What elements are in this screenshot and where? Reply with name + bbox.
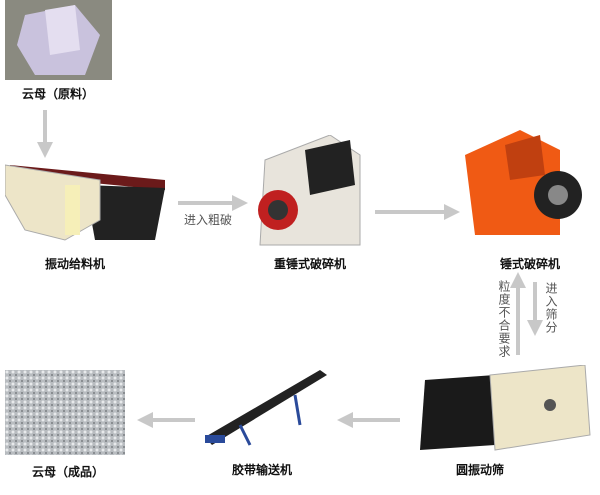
label-heavy-crusher: 重锤式破碎机 [273, 257, 347, 271]
note-coarse: 进入粗破 [184, 213, 233, 227]
heavy-crusher-image [258, 135, 361, 246]
product-mica-image [5, 370, 125, 455]
hammer-crusher-image [465, 130, 582, 235]
label-feeder: 振动给料机 [44, 257, 106, 271]
label-hammer-crusher: 锤式破碎机 [499, 257, 561, 271]
label-screen: 圆振动筛 [455, 463, 505, 477]
conveyor-image [205, 370, 327, 446]
note-reject: 粒度不合要求 [497, 280, 511, 358]
feeder-image [5, 164, 165, 241]
note-to-screen: 进入筛分 [544, 282, 558, 334]
label-product: 云母（成品） [31, 465, 105, 479]
label-conveyor: 胶带输送机 [231, 463, 293, 477]
label-raw: 云母（原料） [21, 87, 95, 101]
screen-image [420, 365, 591, 451]
raw-mica-image [5, 0, 112, 80]
